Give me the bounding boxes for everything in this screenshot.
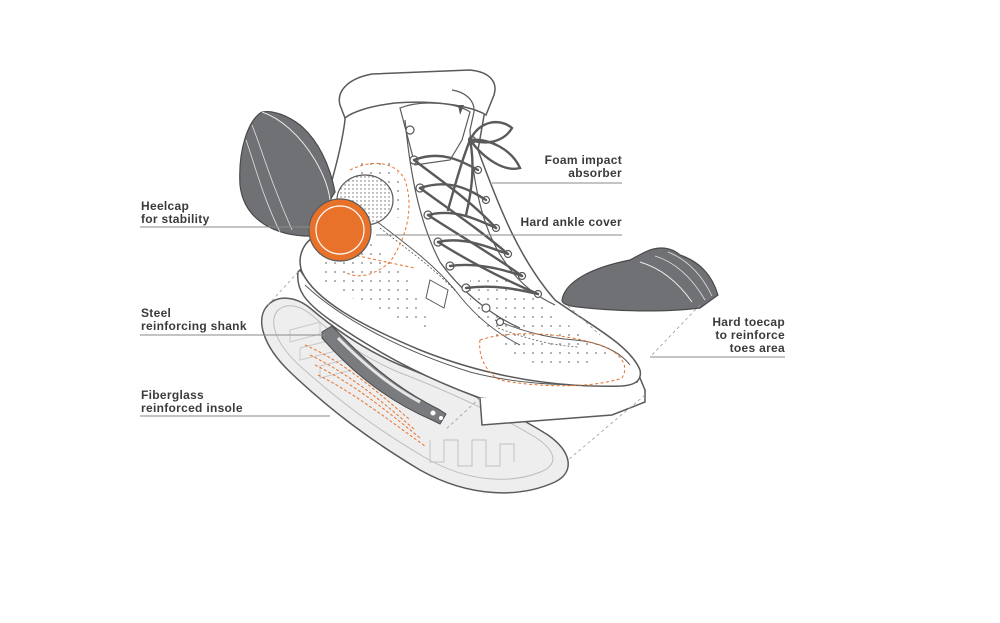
- shoe-upper: [299, 69, 642, 387]
- label-heelcap: Heelcap for stability: [141, 199, 210, 226]
- hard-toecap: [561, 247, 719, 312]
- label-steel-shank: Steel reinforcing shank: [141, 306, 247, 333]
- label-hard-toecap: Hard toecap to reinforce toes area: [712, 315, 785, 355]
- label-fiberglass-insole: Fiberglass reinforced insole: [141, 388, 243, 415]
- steel-shank: [321, 325, 447, 425]
- label-hard-ankle-cover: Hard ankle cover: [520, 215, 622, 229]
- leader-lines: [140, 182, 785, 417]
- hard-ankle-cover: [308, 198, 372, 262]
- shoe-sole: [297, 268, 646, 426]
- explode-guides: [267, 271, 701, 461]
- label-foam-impact-absorber: Foam impact absorber: [544, 153, 622, 180]
